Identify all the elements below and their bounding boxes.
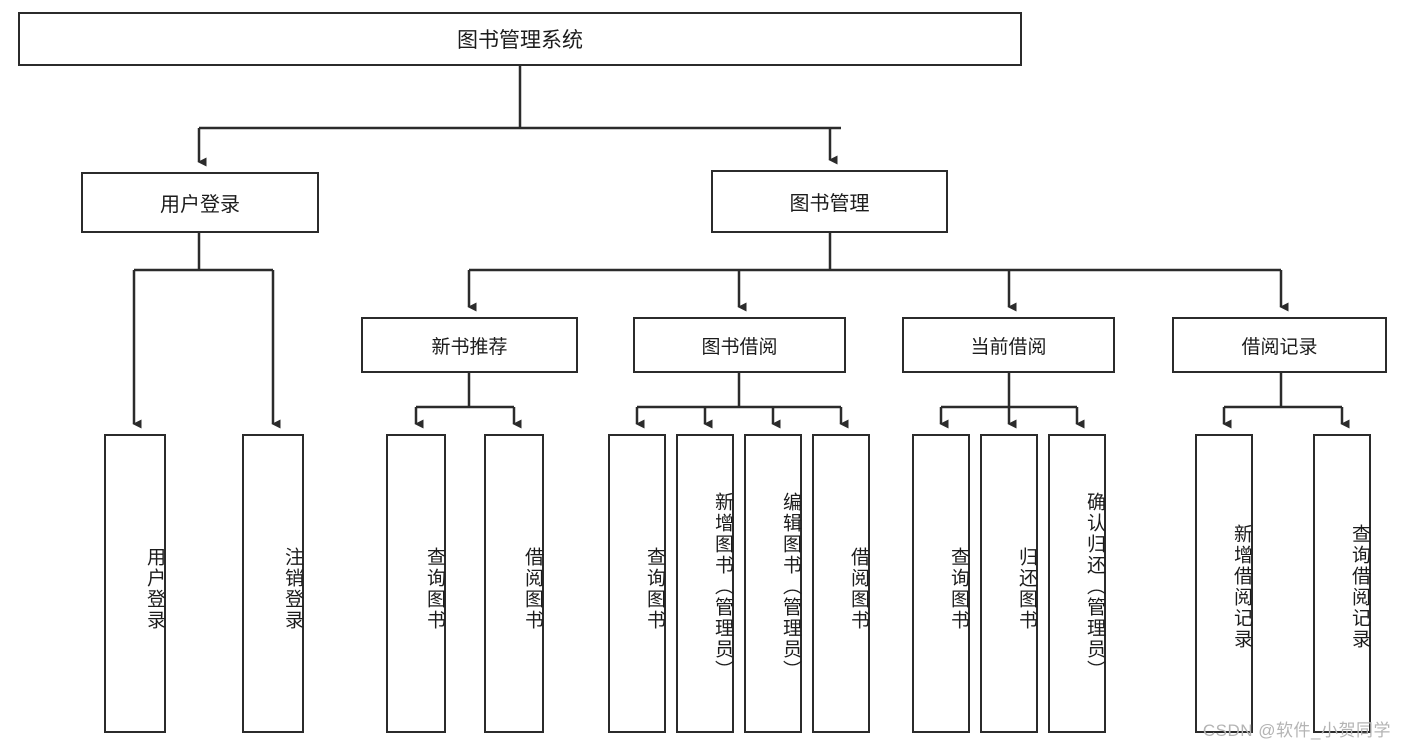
node-book-borrow[interactable]: 图书借阅 [633, 317, 846, 373]
node-label: 当前借阅 [970, 336, 1047, 358]
node-leaf-logout-login[interactable]: 注销登录 [242, 434, 304, 733]
node-leaf-return-book[interactable]: 归还图书 [980, 434, 1038, 733]
node-root-system[interactable]: 图书管理系统 [18, 12, 1022, 66]
watermark: CSDN @软件_小贺同学 [1202, 721, 1391, 740]
node-leaf-query-book-1[interactable]: 查询图书 [386, 434, 446, 733]
node-label: 查询图书 [424, 546, 445, 631]
node-leaf-query-book-3[interactable]: 查询图书 [912, 434, 970, 733]
node-leaf-confirm-return[interactable]: 确认归还（管理员） [1048, 434, 1106, 733]
node-leaf-add-record[interactable]: 新增借阅记录 [1195, 434, 1253, 733]
node-label: 新增借阅记录 [1231, 523, 1252, 650]
node-label: 图书借阅 [701, 336, 778, 358]
node-user-login[interactable]: 用户登录 [81, 172, 319, 233]
node-label: 用户登录 [160, 194, 240, 216]
node-label: 查询图书 [644, 546, 665, 631]
node-label: 借阅图书 [522, 546, 543, 631]
node-leaf-query-record[interactable]: 查询借阅记录 [1313, 434, 1371, 733]
node-label: 借阅图书 [848, 546, 869, 631]
node-label: 注销登录 [282, 546, 303, 631]
node-label: 编辑图书（管理员） [780, 492, 801, 681]
node-label: 确认归还（管理员） [1084, 492, 1105, 681]
node-leaf-edit-book[interactable]: 编辑图书（管理员） [744, 434, 802, 733]
node-label: 查询借阅记录 [1349, 523, 1370, 650]
node-label: 图书管理系统 [457, 29, 583, 52]
node-label: 用户登录 [144, 546, 165, 631]
node-book-management[interactable]: 图书管理 [711, 170, 948, 233]
node-label: 新增图书（管理员） [712, 492, 733, 681]
node-leaf-borrow-book-2[interactable]: 借阅图书 [812, 434, 870, 733]
node-label: 图书管理 [789, 193, 870, 215]
node-label: 借阅记录 [1241, 336, 1318, 358]
node-label: 归还图书 [1016, 546, 1037, 631]
node-leaf-user-login[interactable]: 用户登录 [104, 434, 166, 733]
node-leaf-query-book-2[interactable]: 查询图书 [608, 434, 666, 733]
node-label: 新书推荐 [431, 336, 508, 358]
node-new-book-recommend[interactable]: 新书推荐 [361, 317, 578, 373]
node-borrow-record[interactable]: 借阅记录 [1172, 317, 1387, 373]
node-leaf-add-book[interactable]: 新增图书（管理员） [676, 434, 734, 733]
node-label: 查询图书 [948, 546, 969, 631]
node-current-borrow[interactable]: 当前借阅 [902, 317, 1115, 373]
node-leaf-borrow-book-1[interactable]: 借阅图书 [484, 434, 544, 733]
